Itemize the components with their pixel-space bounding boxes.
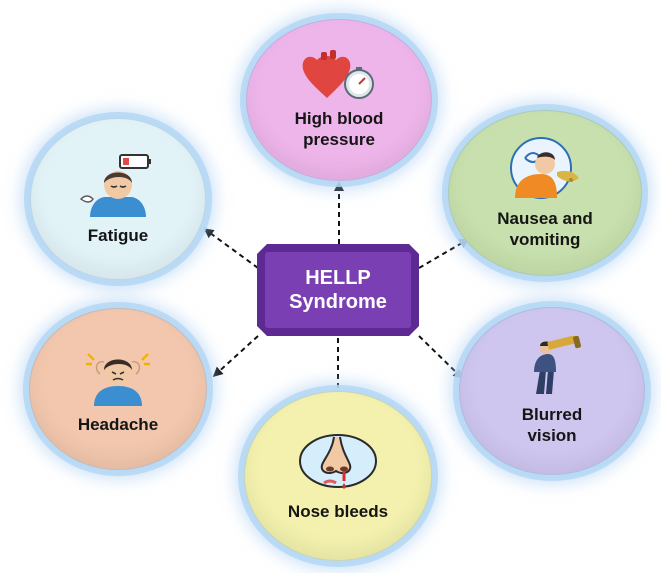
vomiting-person-icon bbox=[510, 137, 579, 199]
label-line-2: vomiting bbox=[509, 230, 581, 249]
label-line-2: vision bbox=[527, 426, 577, 445]
label-line-1: Nausea and bbox=[497, 209, 593, 228]
telescope-person-icon bbox=[534, 336, 581, 394]
label-line-2: pressure bbox=[303, 130, 375, 149]
symptom-high-blood-pressure: High blood pressure bbox=[246, 19, 432, 181]
label-line-1: Headache bbox=[77, 414, 159, 434]
arrow-to-nausea bbox=[418, 238, 470, 269]
headache-person-icon bbox=[86, 352, 150, 406]
label-line-1: High blood bbox=[294, 109, 384, 128]
hellp-syndrome-box: HELLP Syndrome bbox=[257, 244, 419, 336]
arrow-to-blurred-vision bbox=[418, 335, 464, 380]
label-line-1: Nose bleeds bbox=[287, 501, 389, 521]
symptom-nausea-and-vomiting: Nausea and vomiting bbox=[448, 110, 642, 276]
heart-gauge-icon bbox=[302, 50, 374, 99]
arrow-to-fatigue bbox=[203, 228, 259, 269]
arrow-to-headache bbox=[212, 335, 259, 378]
symptom-headache: Headache bbox=[29, 308, 207, 470]
symptom-fatigue: Fatigue bbox=[30, 118, 206, 280]
tired-person-icon bbox=[79, 153, 151, 217]
symptom-blurred-vision: Blurred vision bbox=[459, 307, 645, 475]
symptom-nose-bleeds: Nose bleeds bbox=[244, 391, 432, 561]
bleeding-nose-icon bbox=[299, 433, 377, 489]
center-title-line-2: Syndrome bbox=[289, 291, 387, 313]
label-line-1: Blurred bbox=[521, 405, 583, 424]
label-line-1: Fatigue bbox=[87, 225, 149, 245]
center-title-line-1: HELLP bbox=[305, 267, 371, 289]
center-box-shape bbox=[257, 244, 419, 336]
